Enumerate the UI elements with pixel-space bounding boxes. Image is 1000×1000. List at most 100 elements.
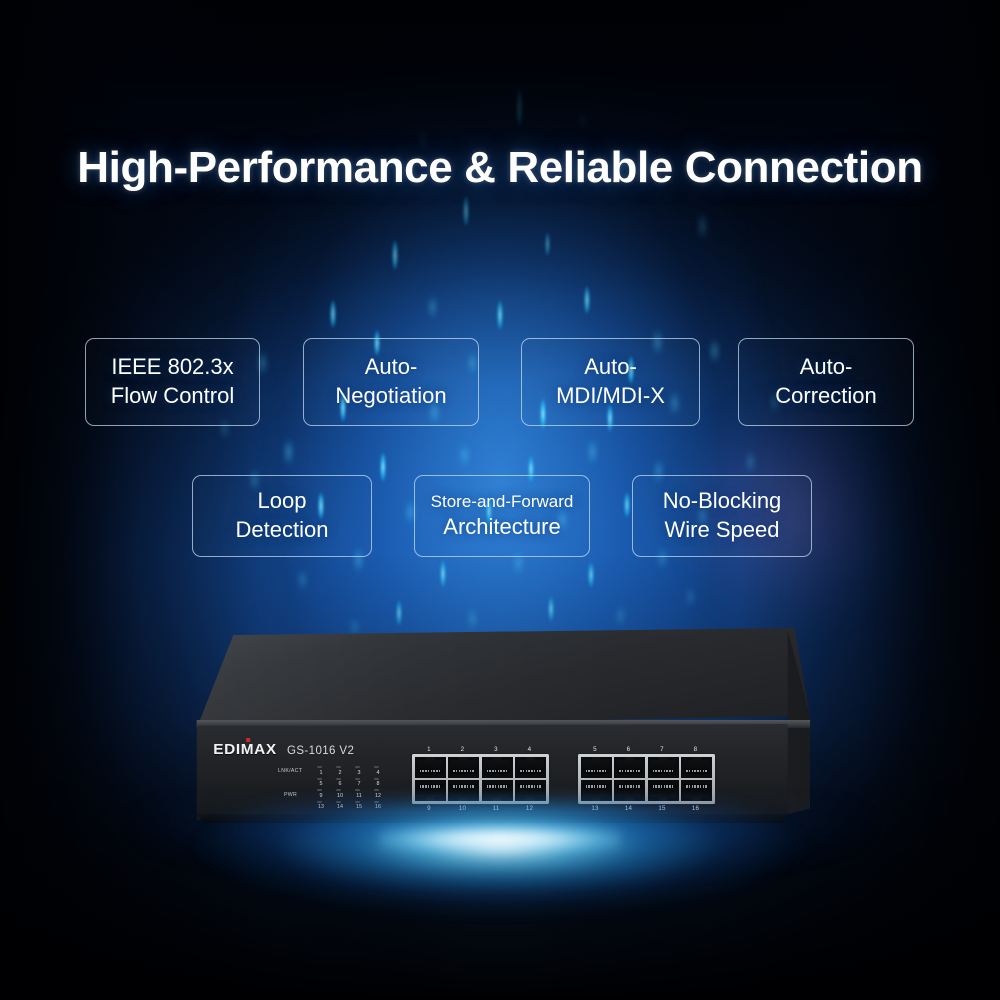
light-streak	[470, 608, 475, 630]
feature-line-1: Auto-	[584, 354, 637, 380]
rj45-jack-opening	[484, 756, 510, 774]
light-streak	[380, 452, 386, 482]
led-number: 10	[337, 792, 343, 799]
rj45-jack-opening	[517, 756, 544, 774]
rj45-port[interactable]	[647, 780, 679, 801]
rj45-port[interactable]	[481, 780, 513, 801]
light-streak	[748, 452, 753, 472]
rj45-port[interactable]	[515, 780, 546, 801]
led-indicator-icon	[355, 766, 360, 769]
port-number-label: 4	[527, 746, 532, 753]
rj45-jack-opening	[583, 783, 609, 801]
floor-glow-core	[380, 826, 620, 852]
light-streak	[545, 232, 550, 256]
led-cell: 5	[316, 777, 334, 790]
rj45-port[interactable]	[414, 780, 446, 801]
led-cell: 7	[354, 777, 372, 790]
light-streak	[624, 492, 630, 518]
rj45-jack-opening	[616, 783, 643, 801]
rj45-jack-opening	[417, 756, 443, 774]
port-pins	[486, 785, 508, 788]
light-streak	[548, 596, 554, 622]
led-indicator-icon	[374, 789, 379, 792]
light-streak	[286, 440, 291, 464]
led-number: 11	[356, 792, 362, 799]
rj45-port[interactable]	[647, 756, 679, 778]
port-number-label: 1	[427, 746, 431, 753]
led-cell: 3	[354, 766, 372, 778]
led-indicator-icon	[317, 789, 322, 792]
rj45-jack-opening	[583, 756, 609, 774]
light-streak	[392, 240, 398, 270]
rj45-port[interactable]	[481, 756, 513, 778]
led-number: 8	[376, 781, 380, 788]
rj45-jack-opening	[683, 783, 710, 801]
feature-line-2: Flow Control	[110, 383, 235, 408]
led-label-link-act: LNK/ACT	[278, 768, 303, 774]
led-cell: 12	[373, 789, 391, 801]
port-pins	[520, 769, 541, 773]
rj45-port[interactable]	[681, 756, 712, 778]
rj45-port[interactable]	[681, 780, 712, 801]
port-pins	[520, 785, 541, 788]
led-indicator-icon	[317, 766, 322, 769]
light-streak	[462, 444, 467, 466]
rj45-port[interactable]	[614, 756, 645, 778]
led-cell: 10	[335, 789, 353, 801]
port-number-label: 3	[494, 746, 498, 753]
rj45-port[interactable]	[580, 780, 612, 801]
port-pins	[619, 785, 640, 788]
feature-line-2: Wire Speed	[664, 517, 780, 542]
light-streak	[396, 600, 402, 626]
light-streak	[260, 352, 265, 374]
rj45-port[interactable]	[448, 756, 479, 778]
led-indicator-icon	[374, 777, 379, 780]
rj45-port[interactable]	[580, 756, 612, 778]
feature-line-1: Auto-	[364, 354, 418, 380]
light-streak	[300, 570, 305, 590]
feature-box: Auto- Correction	[738, 338, 914, 426]
led-cell: 6	[335, 777, 353, 790]
rj45-port[interactable]	[515, 756, 546, 778]
port-number-label: 5	[593, 746, 597, 753]
feature-line-1: No-Blocking	[662, 488, 782, 514]
feature-box: Auto-Negotiation	[303, 338, 479, 426]
led-label-power: PWR	[284, 792, 298, 798]
feature-line-2: MDI/MDI-X	[556, 383, 665, 408]
light-streak	[712, 340, 717, 362]
led-cell: 9	[316, 789, 334, 801]
light-streak	[463, 196, 469, 226]
edimax-logo: EDIMAX	[213, 737, 277, 758]
led-indicator-icon	[374, 766, 379, 769]
brand-name: EDIMAX	[213, 742, 277, 758]
brand-block: EDIMAX GS-1016 V2	[213, 737, 355, 758]
rj45-port[interactable]	[448, 780, 479, 801]
port-number-label: 8	[693, 746, 698, 753]
feature-line-2: Correction	[775, 383, 877, 408]
switch-top-face	[196, 628, 810, 728]
led-indicator-icon	[336, 777, 341, 780]
light-streak	[590, 440, 595, 464]
led-number: 7	[357, 781, 361, 788]
led-number: 1	[319, 769, 323, 776]
led-indicator-icon	[336, 766, 341, 769]
feature-line-1: Store-and-Forward	[430, 491, 574, 511]
page-title: High-Performance & Reliable Connection	[77, 143, 923, 192]
floor-glow	[150, 800, 850, 960]
light-streak	[588, 562, 594, 588]
port-pins	[652, 769, 674, 773]
feature-line-1: Auto-	[799, 354, 853, 380]
rj45-port[interactable]	[414, 756, 446, 778]
rj45-port[interactable]	[614, 780, 645, 801]
port-pins	[419, 785, 441, 788]
port-pins	[419, 769, 441, 773]
model-label: GS-1016 V2	[287, 745, 355, 757]
port-pins	[686, 785, 707, 788]
port-pins	[453, 769, 474, 773]
rj45-jack-opening	[417, 783, 443, 801]
port-number-label: 6	[626, 746, 631, 753]
